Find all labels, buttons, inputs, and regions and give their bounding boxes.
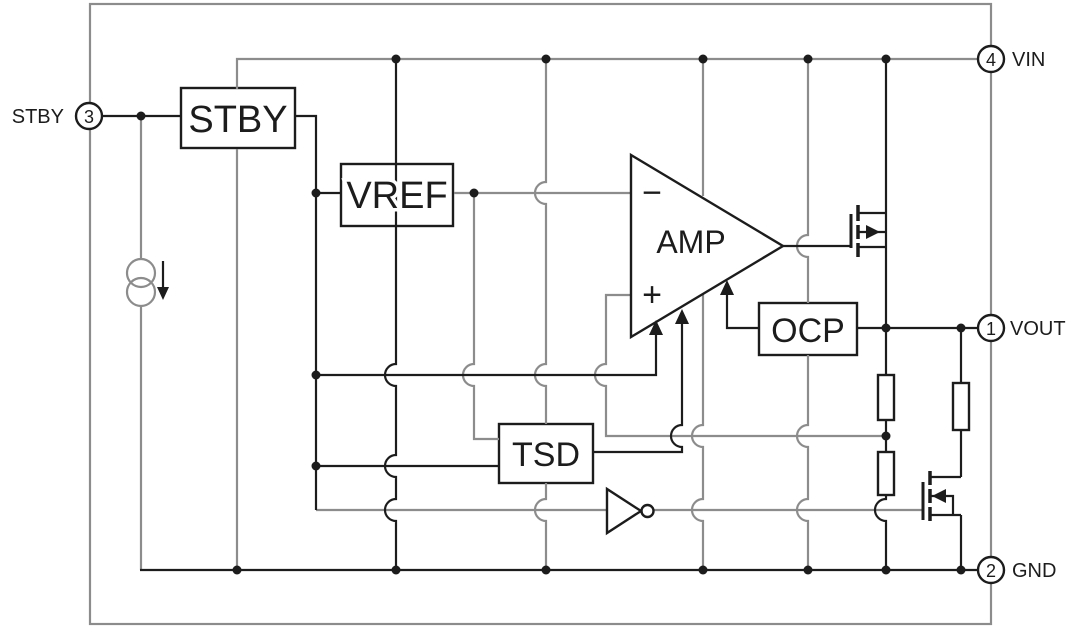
tsd-ground-wire bbox=[533, 483, 548, 570]
inverter-bubble-icon bbox=[640, 503, 655, 519]
current-source-icon bbox=[125, 276, 157, 308]
pin-1-number: 1 bbox=[986, 319, 996, 339]
arrowheads bbox=[157, 280, 734, 335]
signal-wires bbox=[102, 59, 978, 572]
pin-2-number: 2 bbox=[986, 561, 996, 581]
amp-noninverting-input-label: + bbox=[642, 276, 662, 314]
inverter bbox=[605, 486, 655, 536]
error-amplifier: AMP − + bbox=[629, 152, 786, 340]
pin-3-number: 3 bbox=[84, 107, 94, 127]
amp-supply-ground-wire bbox=[690, 59, 705, 570]
current-source-arrow-icon bbox=[157, 287, 169, 300]
pin-1-label: VOUT bbox=[1010, 318, 1066, 340]
pin-2-label: GND bbox=[1012, 560, 1056, 582]
tsd-block-label: TSD bbox=[512, 436, 580, 474]
vin-top-bus-wire bbox=[235, 57, 978, 89]
amp-triangle bbox=[629, 152, 786, 340]
block-labels: STBY VREF TSD OCP bbox=[188, 99, 844, 474]
vref-supply-ground-wire bbox=[383, 59, 398, 570]
amp-inverting-input-label: − bbox=[642, 174, 662, 212]
nmos-body-arrow-icon bbox=[932, 489, 946, 503]
pin-4-label: VIN bbox=[1012, 49, 1045, 71]
pins: 3 STBY 4 VIN 1 VOUT 2 GND bbox=[12, 44, 1066, 585]
pin-stby: 3 STBY bbox=[12, 101, 104, 131]
discharge-transistor-nmos bbox=[921, 471, 961, 521]
ocp-limit-arrow-icon bbox=[720, 280, 734, 295]
pin-1-circle bbox=[976, 313, 1006, 343]
inverter-triangle bbox=[605, 486, 644, 536]
vref-block-label: VREF bbox=[346, 175, 447, 217]
tsd-to-amp-wire bbox=[593, 323, 684, 454]
pass-transistor-pmos bbox=[849, 205, 886, 257]
pin-3-label: STBY bbox=[12, 106, 64, 128]
current-source-icon bbox=[125, 257, 157, 289]
pin-vout: 1 VOUT bbox=[976, 313, 1066, 343]
tsd-shutdown-arrow-icon bbox=[675, 309, 689, 324]
pin-4-circle bbox=[976, 44, 1006, 74]
pin-3-circle bbox=[74, 101, 104, 131]
pmos-body-arrow-icon bbox=[866, 225, 880, 239]
ocp-to-amp-wire bbox=[725, 292, 759, 330]
stby-to-amp-wire bbox=[316, 334, 658, 377]
stby-distribution-wire bbox=[295, 114, 318, 510]
stby-block-label: STBY bbox=[188, 99, 287, 141]
amp-label: AMP bbox=[656, 224, 725, 260]
resistors bbox=[876, 373, 971, 497]
vref-to-tsd-wire bbox=[461, 193, 499, 441]
tsd-supply-wire bbox=[533, 59, 548, 424]
junction-dots bbox=[136, 54, 966, 575]
feedback-resistor-bottom bbox=[876, 450, 896, 497]
pin-2-circle bbox=[976, 555, 1006, 585]
pin-gnd: 2 GND bbox=[976, 555, 1056, 585]
function-blocks bbox=[179, 86, 859, 485]
pin-4-number: 4 bbox=[986, 50, 996, 70]
feedback-resistor-top bbox=[876, 373, 896, 422]
discharge-resistor bbox=[951, 381, 971, 432]
ocp-block-label: OCP bbox=[771, 312, 845, 350]
stby-shutdown-arrow-icon bbox=[649, 320, 663, 335]
pin-vin: 4 VIN bbox=[976, 44, 1045, 74]
